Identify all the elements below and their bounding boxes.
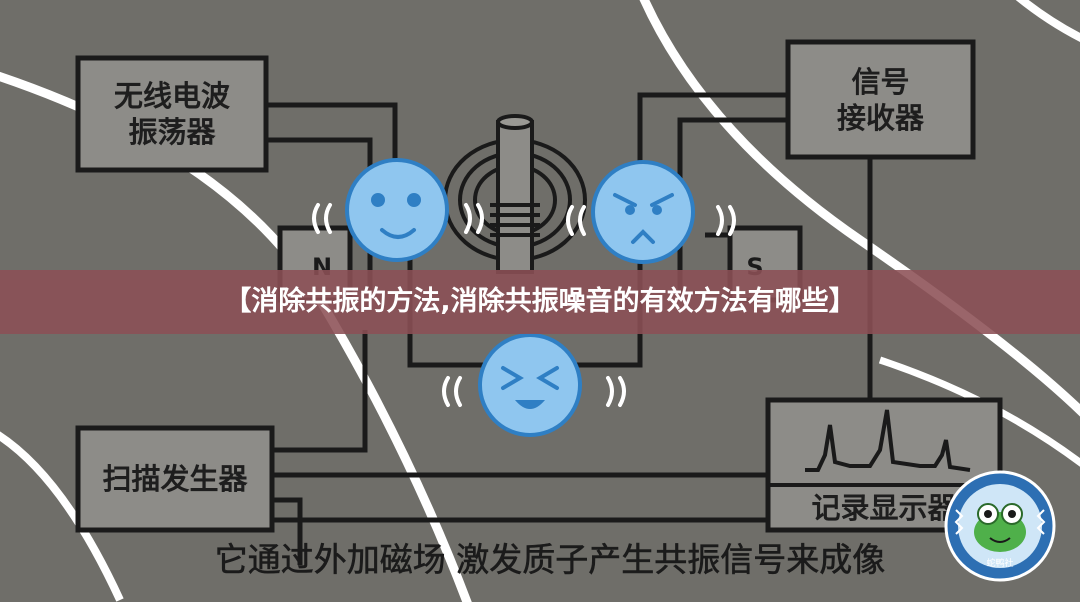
oscillator-label: 无线电波 振荡器 — [113, 79, 230, 149]
scanner-box — [75, 425, 275, 533]
display-label: 记录显示器 — [811, 491, 957, 525]
receiver-label: 信号 接收器 — [836, 65, 924, 135]
scanner-label: 扫描发生器 — [102, 462, 248, 496]
decorative-arc-top-right — [1015, 0, 1080, 42]
receiver-box — [785, 39, 976, 160]
watermark-logo — [944, 470, 1056, 582]
angry-face-icon — [591, 160, 695, 264]
display-spectrum-trace — [805, 409, 971, 472]
oscillator-box — [75, 55, 269, 173]
decorative-arc-top — [639, 0, 1080, 417]
laughing-face-icon — [478, 333, 582, 437]
coil-cylinder — [490, 114, 540, 274]
vibration-marks — [312, 203, 736, 407]
subtitle-caption: 它通过外加磁场 激发质子产生共振信号来成像 — [214, 540, 886, 580]
title-band — [0, 270, 1080, 334]
watermark-text: 蛇鸭社 — [986, 559, 1014, 569]
happy-face-icon — [345, 158, 449, 262]
decorative-arc-left-lower — [0, 431, 124, 602]
page-title: 【消除共振的方法,消除共振噪音的有效方法有哪些】 — [224, 286, 856, 317]
